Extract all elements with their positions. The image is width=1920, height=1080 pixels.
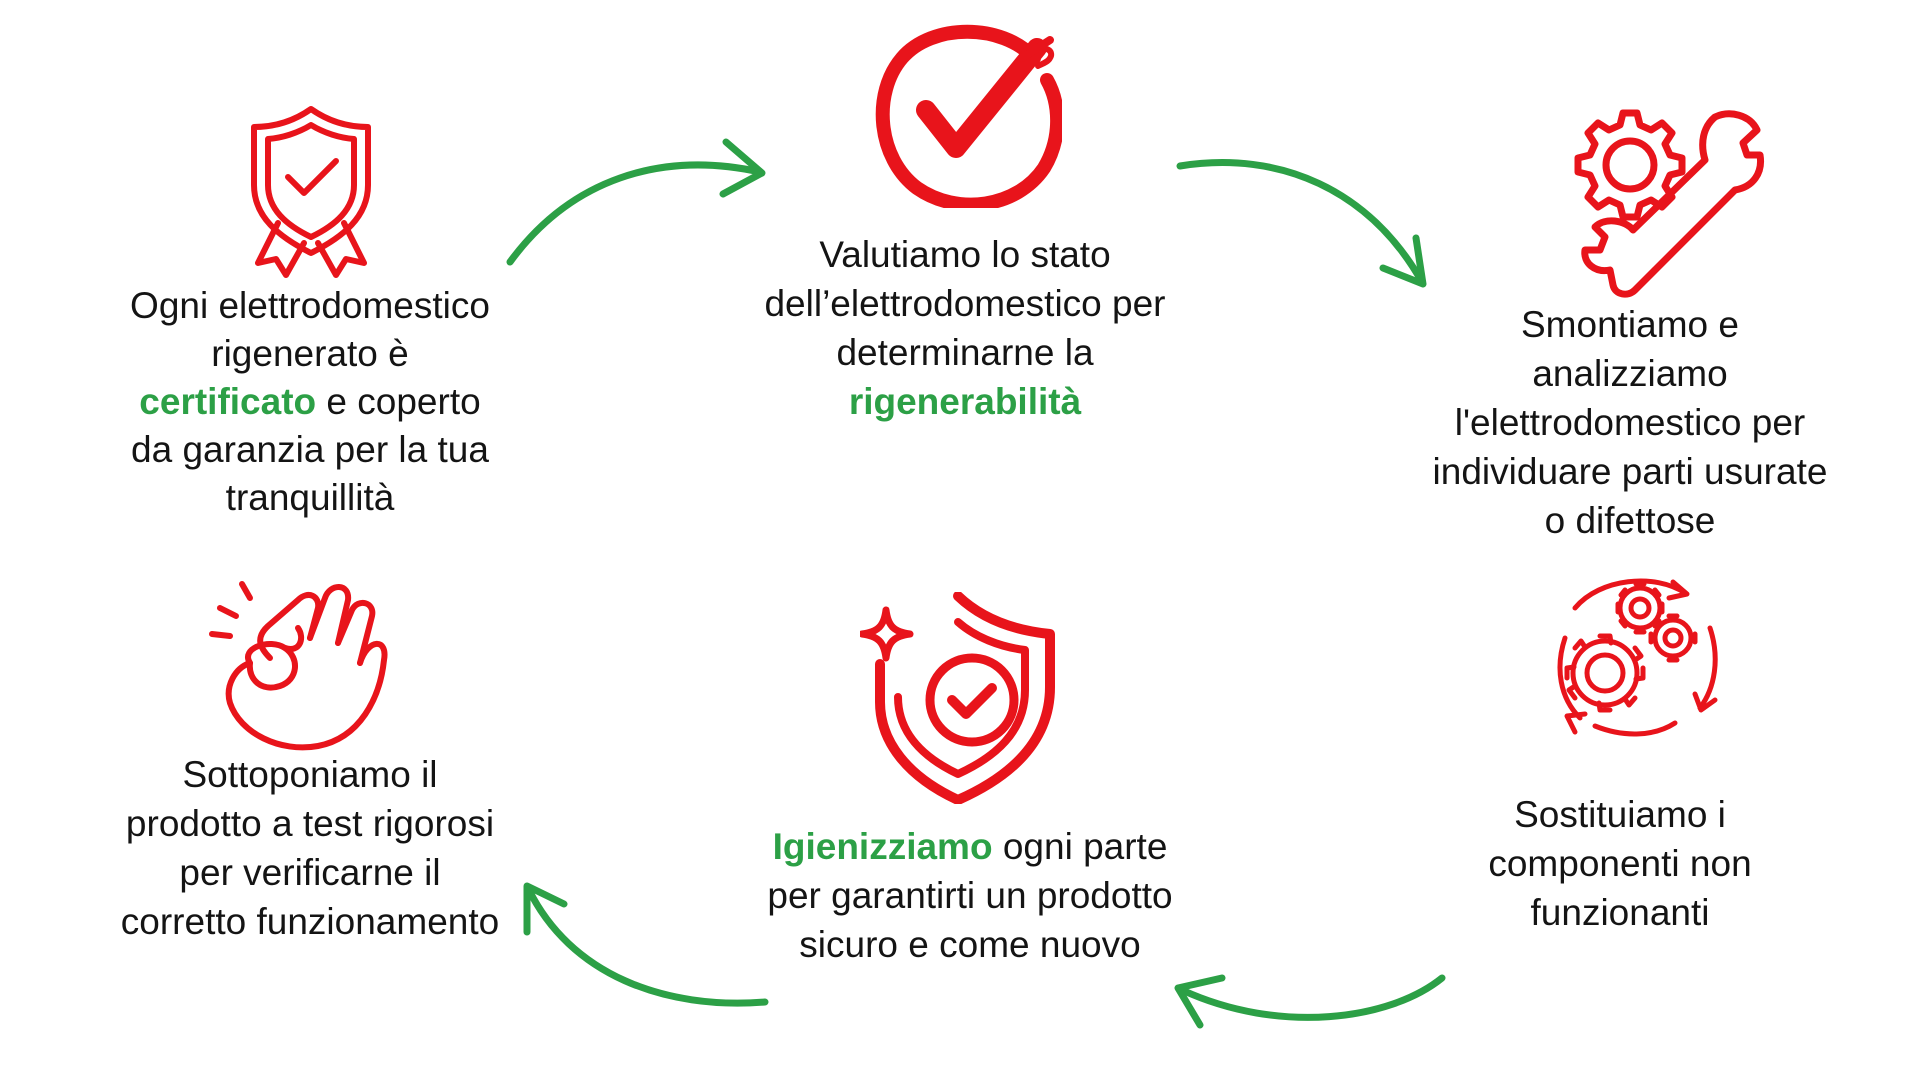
step-certify-highlight: certificato [139,381,317,422]
step-disassemble-text: Smontiamo e analizziamo l'elettrodomesti… [1420,300,1840,545]
step-certify-tail: e coperto da garanzia per la tua tranqui… [131,381,489,518]
step-replace-body: Sostituiamo i componenti non funzionanti [1488,794,1752,933]
step-certify-body: Ogni elettrodomestico rigenerato è [130,285,490,374]
step-certify-text: Ogni elettrodomestico rigenerato è certi… [130,282,490,522]
gear-wrench-icon [1565,105,1765,305]
step-evaluate-body: Valutiamo lo stato dell’elettrodomestico… [764,234,1166,373]
step-test-body: Sottoponiamo il prodotto a test rigorosi… [120,754,500,942]
step-sanitize-body: ogni parte per garantirti un prodotto si… [767,826,1173,965]
sparkle-shield-icon [860,592,1060,804]
ok-hand-icon [200,568,390,753]
certified-badge-icon [248,105,374,285]
rotating-gears-icon [1545,568,1725,738]
step-sanitize-highlight: Igienizziamo [772,826,993,867]
step-test-text: Sottoponiamo il prodotto a test rigorosi… [120,750,500,946]
arrow-certify-to-evaluate [506,138,766,266]
arrow-evaluate-to-disassemble [1176,159,1427,288]
arrow-replace-to-sanitize [1174,974,1446,1029]
step-replace-text: Sostituiamo i componenti non funzionanti [1440,790,1800,937]
step-sanitize-text: Igienizziamo ogni parte per garantirti u… [760,822,1180,969]
step-disassemble-body: Smontiamo e analizziamo l'elettrodomesti… [1432,304,1828,541]
checkmark-circle-icon [872,18,1062,208]
arrow-sanitize-to-test [523,882,769,1007]
step-evaluate-text: Valutiamo lo stato dell’elettrodomestico… [730,230,1200,426]
step-evaluate-highlight: rigenerabilità [848,381,1082,422]
